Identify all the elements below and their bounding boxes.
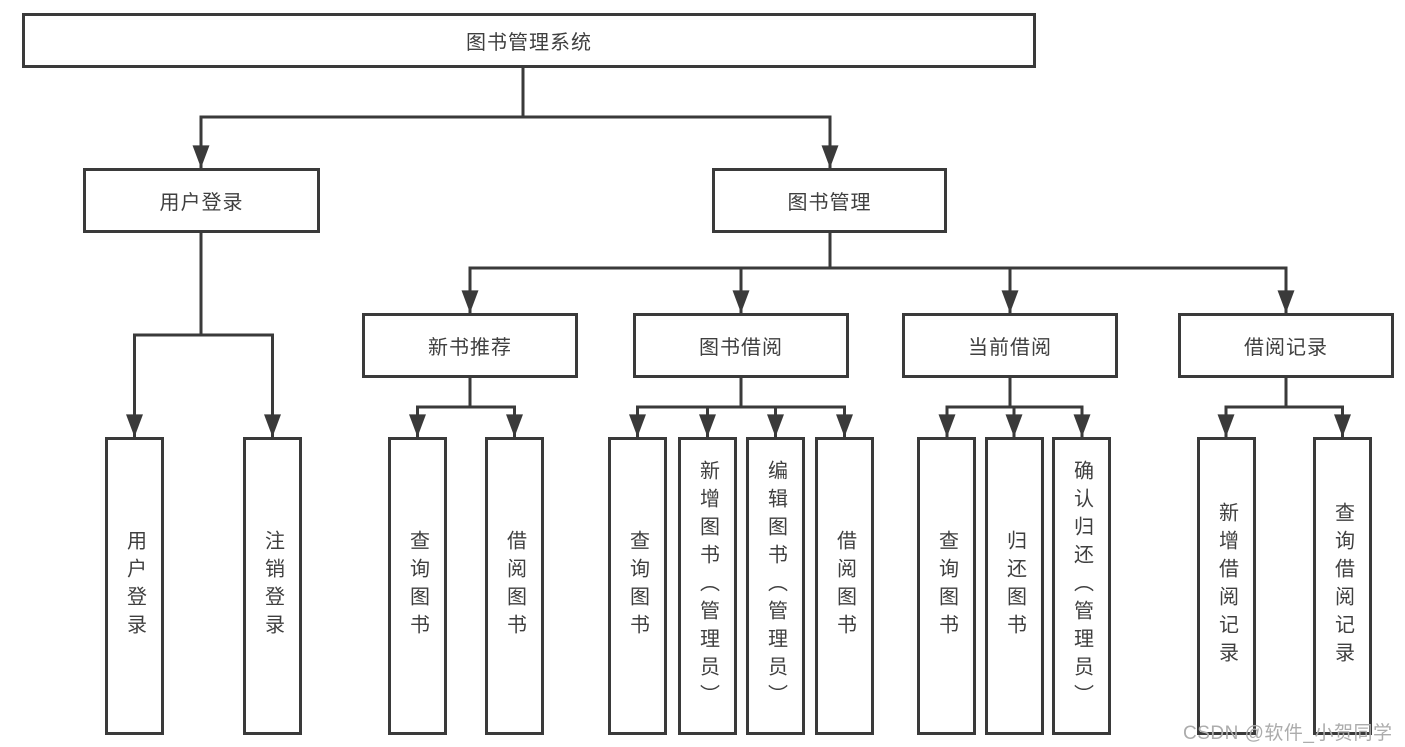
leaf-borrowing-edit-books-admin-label: 编辑图书（管理员） [764,460,787,712]
leaf-records-add-borrow-record-label: 新增借阅记录 [1215,502,1238,670]
leaf-logout-label: 注销登录 [261,530,284,642]
leaf-records-query-borrow-record-label: 查询借阅记录 [1331,502,1354,670]
leaf-current-confirm-return-admin: 确认归还（管理员） [1052,437,1111,735]
leaf-borrowing-add-books-admin-label: 新增图书（管理员） [696,460,719,712]
leaf-user-login-label: 用户登录 [123,530,146,642]
leaf-borrowing-query-books-label: 查询图书 [626,530,649,642]
leaf-borrowing-edit-books-admin: 编辑图书（管理员） [746,437,805,735]
node-book-management: 图书管理 [712,168,947,233]
leaf-recommend-borrow-books: 借阅图书 [485,437,544,735]
leaf-current-return-books: 归还图书 [985,437,1044,735]
leaf-records-query-borrow-record: 查询借阅记录 [1313,437,1372,735]
leaf-recommend-borrow-books-label: 借阅图书 [503,530,526,642]
node-user-login: 用户登录 [83,168,320,233]
node-borrowing-records: 借阅记录 [1178,313,1394,378]
leaf-recommend-query-books: 查询图书 [388,437,447,735]
leaf-current-query-books: 查询图书 [917,437,976,735]
node-current-borrowing: 当前借阅 [902,313,1118,378]
leaf-borrowing-add-books-admin: 新增图书（管理员） [678,437,737,735]
node-root-library-management-system: 图书管理系统 [22,13,1036,68]
leaf-recommend-query-books-label: 查询图书 [406,530,429,642]
leaf-borrowing-borrow-books: 借阅图书 [815,437,874,735]
leaf-current-query-books-label: 查询图书 [935,530,958,642]
leaf-borrowing-query-books: 查询图书 [608,437,667,735]
leaf-current-confirm-return-admin-label: 确认归还（管理员） [1070,460,1093,712]
node-new-book-recommendation: 新书推荐 [362,313,578,378]
leaf-records-add-borrow-record: 新增借阅记录 [1197,437,1256,735]
leaf-user-login: 用户登录 [105,437,164,735]
node-book-borrowing: 图书借阅 [633,313,849,378]
csdn-watermark: CSDN @软件_小贺同学 [1183,723,1393,744]
leaf-current-return-books-label: 归还图书 [1003,530,1026,642]
leaf-borrowing-borrow-books-label: 借阅图书 [833,530,856,642]
leaf-logout: 注销登录 [243,437,302,735]
